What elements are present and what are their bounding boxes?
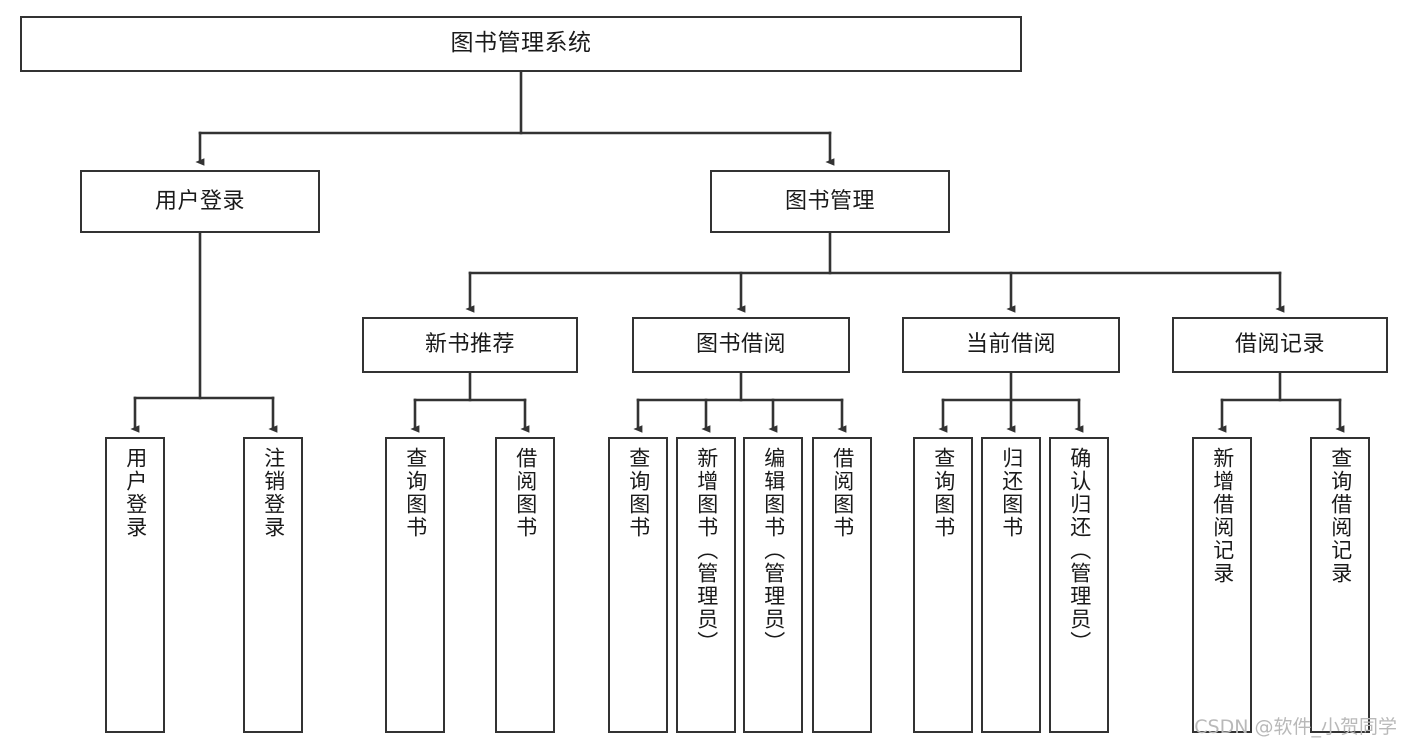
node-label: 图书管理系统 xyxy=(450,30,592,57)
node-label: 查询借阅记录 xyxy=(1328,447,1353,585)
leaf-current-borrow-query-book[interactable]: 查询图书 xyxy=(913,437,973,733)
leaf-borrow-record-query-record[interactable]: 查询借阅记录 xyxy=(1310,437,1370,733)
csdn-watermark: CSDN @软件_小贺同学 xyxy=(1194,716,1397,738)
node-current-borrow[interactable]: 当前借阅 xyxy=(902,317,1120,373)
node-label: 借阅记录 xyxy=(1234,332,1325,358)
node-label: 当前借阅 xyxy=(965,332,1056,358)
leaf-book-borrow-query-book[interactable]: 查询图书 xyxy=(608,437,668,733)
node-label: 用户登录 xyxy=(154,188,245,214)
node-label: 图书借阅 xyxy=(695,332,786,358)
node-label: 新书推荐 xyxy=(424,332,515,358)
node-label: 确认归还（管理员） xyxy=(1067,447,1092,654)
leaf-user-login-logout[interactable]: 注销登录 xyxy=(243,437,303,733)
leaf-borrow-record-add-record[interactable]: 新增借阅记录 xyxy=(1192,437,1252,733)
node-label: 归还图书 xyxy=(999,447,1024,539)
node-book-management[interactable]: 图书管理 xyxy=(710,170,950,233)
node-root-book-management-system[interactable]: 图书管理系统 xyxy=(20,16,1022,72)
node-label: 图书管理 xyxy=(784,188,875,214)
node-label: 新增借阅记录 xyxy=(1210,447,1235,585)
node-label: 注销登录 xyxy=(261,447,286,539)
leaf-new-book-borrow-book[interactable]: 借阅图书 xyxy=(495,437,555,733)
node-label: 查询图书 xyxy=(931,447,956,539)
node-new-book-recommend[interactable]: 新书推荐 xyxy=(362,317,578,373)
node-label: 编辑图书（管理员） xyxy=(761,447,786,654)
leaf-book-borrow-borrow-book[interactable]: 借阅图书 xyxy=(812,437,872,733)
leaf-current-borrow-confirm-return-admin[interactable]: 确认归还（管理员） xyxy=(1049,437,1109,733)
node-book-borrow[interactable]: 图书借阅 xyxy=(632,317,850,373)
node-borrow-record[interactable]: 借阅记录 xyxy=(1172,317,1388,373)
node-label: 查询图书 xyxy=(403,447,428,539)
leaf-book-borrow-add-book-admin[interactable]: 新增图书（管理员） xyxy=(676,437,736,733)
node-label: 借阅图书 xyxy=(830,447,855,539)
leaf-new-book-query-book[interactable]: 查询图书 xyxy=(385,437,445,733)
node-label: 查询图书 xyxy=(626,447,651,539)
leaf-book-borrow-edit-book-admin[interactable]: 编辑图书（管理员） xyxy=(743,437,803,733)
node-label: 新增图书（管理员） xyxy=(694,447,719,654)
node-label: 用户登录 xyxy=(123,447,148,539)
leaf-user-login-login[interactable]: 用户登录 xyxy=(105,437,165,733)
node-user-login[interactable]: 用户登录 xyxy=(80,170,320,233)
leaf-current-borrow-return-book[interactable]: 归还图书 xyxy=(981,437,1041,733)
node-label: 借阅图书 xyxy=(513,447,538,539)
